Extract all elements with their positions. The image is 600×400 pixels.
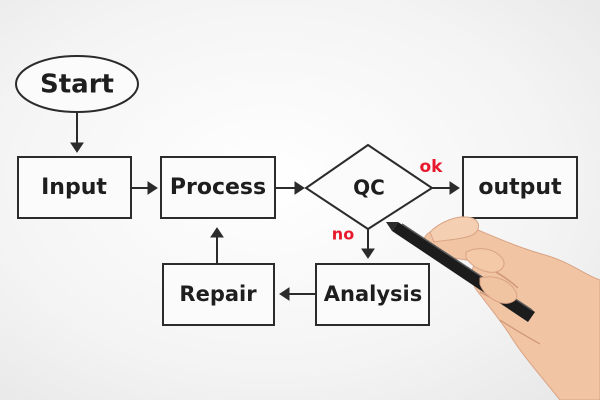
arrow-process-to-qc bbox=[274, 181, 305, 195]
qc-decision-node: QC bbox=[304, 143, 434, 231]
hand-with-pen-image bbox=[386, 216, 600, 400]
arrow-input-to-process bbox=[130, 181, 158, 195]
output-label: output bbox=[478, 175, 562, 200]
input-label: Input bbox=[41, 175, 107, 200]
arrow-qc-to-output bbox=[431, 181, 460, 195]
process-label: Process bbox=[170, 175, 266, 200]
repair-node: Repair bbox=[162, 263, 275, 326]
arrow-start-to-input bbox=[70, 111, 84, 153]
analysis-node: Analysis bbox=[315, 263, 430, 326]
ok-label: ok bbox=[420, 157, 444, 177]
arrow-qc-to-analysis bbox=[361, 228, 375, 259]
input-node: Input bbox=[17, 156, 132, 219]
start-node: Start bbox=[15, 55, 139, 113]
arrow-analysis-to-repair bbox=[279, 287, 317, 301]
repair-label: Repair bbox=[179, 282, 257, 306]
no-label: no bbox=[332, 225, 354, 244]
output-node: output bbox=[462, 156, 578, 219]
analysis-label: Analysis bbox=[324, 282, 422, 306]
qc-label: QC bbox=[353, 176, 385, 200]
arrow-repair-to-process bbox=[210, 227, 224, 265]
start-label: Start bbox=[40, 70, 114, 100]
process-node: Process bbox=[160, 156, 276, 219]
